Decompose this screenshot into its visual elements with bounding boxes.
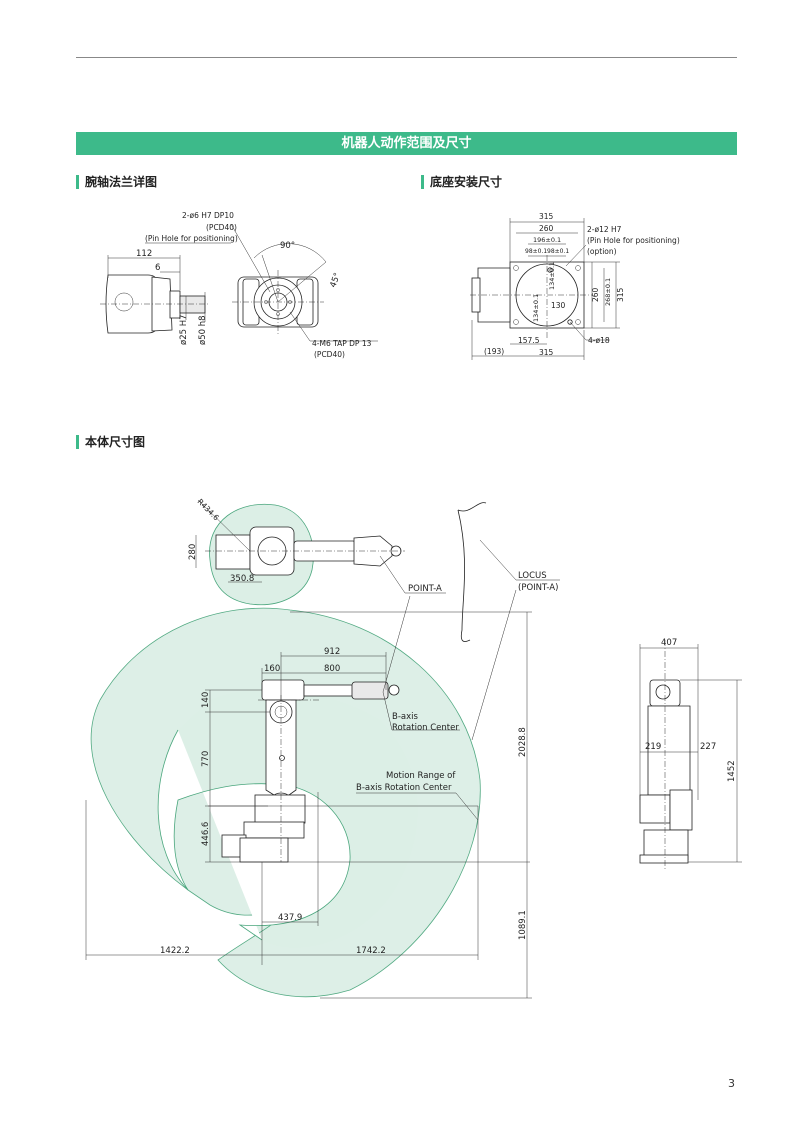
base-hole: 4-ø18 [588,336,610,345]
base-dim-315-top: 315 [539,212,554,221]
flange-tap: 4-M6 TAP DP 13 [312,339,372,348]
flange-pin-hole: 2-ø6 H7 DP10 [182,211,234,220]
dim-446: 446.6 [201,822,211,846]
flange-tap-pcd: (PCD40) [314,350,345,359]
base-dim-134: 134±0.1 [548,262,556,290]
dim-280: 280 [188,544,198,560]
base-dim-193: (193) [484,347,504,356]
dim-1422: 1422.2 [160,946,190,956]
label-rotation-center: Rotation Center [392,723,459,733]
label-locus: LOCUS [518,571,547,581]
label-b-axis-rotation-center: B-axis Rotation Center [356,783,452,793]
base-dim-315-bottom: 315 [539,348,554,357]
section-banner: 机器人动作范围及尺寸 [76,132,737,155]
base-dim-260-right: 260 [591,287,600,302]
dim-2028: 2028.8 [518,727,528,757]
base-option: (option) [587,247,617,256]
dim-912: 912 [324,647,340,657]
base-dim-157: 157.5 [518,336,540,345]
dim-800: 800 [324,664,340,674]
base-pin-note: (Pin Hole for positioning) [587,236,680,245]
dim-437: 437.9 [278,913,302,923]
flange-drawing: 112 6 ø25 H7 ø50 h8 2-ø6 H7 DP10 [100,211,378,359]
label-b-axis: B-axis [392,712,418,722]
angle-45: 45° [328,271,343,289]
dim-227: 227 [700,742,716,752]
flange-side-view [100,255,210,334]
base-dim-196: 196±0.1 [533,236,561,244]
heading-flange-detail: 腕轴法兰详图 [76,174,157,190]
dim-dia-25: ø25 H7 [179,314,189,345]
flange-front-view [145,223,378,342]
dim-219: 219 [645,742,661,752]
base-dim-98b: 98±0.1 [547,248,569,255]
heading-body-dimensions: 本体尺寸图 [76,434,145,450]
dim-770: 770 [201,751,211,767]
base-dim-98a: 98±0.1 [525,248,547,255]
base-dim-134-left: 134±0.1 [532,294,540,322]
dim-1089: 1089.1 [518,910,528,940]
angle-90: 90° [280,241,295,251]
dim-1742: 1742.2 [356,946,386,956]
dim-r434: R434.6 [196,497,221,522]
dim-350: 350.8 [230,574,254,584]
dim-dia-50: ø50 h8 [198,315,208,345]
base-drawing [470,218,620,360]
dim-407: 407 [661,638,677,648]
flange-pin-note: (Pin Hole for positioning) [145,234,238,243]
base-dim-260-top: 260 [539,224,554,233]
dim-6: 6 [155,263,160,273]
base-dim-268: 268±0.1 [604,278,612,306]
body-drawing [85,499,742,999]
base-dim-130: 130 [551,301,566,310]
page-number: 3 [728,1077,735,1090]
header-rule [76,57,737,58]
label-locus-point: (POINT-A) [518,583,558,593]
base-dim-315-right: 315 [616,287,625,302]
label-motion-range: Motion Range of [386,771,456,781]
flange-pin-pcd: (PCD40) [206,223,237,232]
base-pin-hole: 2-ø12 H7 [587,225,622,234]
heading-base-mounting: 底座安装尺寸 [421,174,502,190]
dim-112: 112 [136,249,152,259]
dim-140: 140 [201,692,211,708]
label-point-a: POINT-A [408,584,442,594]
dim-160: 160 [264,664,280,674]
dim-1452: 1452 [727,760,737,782]
